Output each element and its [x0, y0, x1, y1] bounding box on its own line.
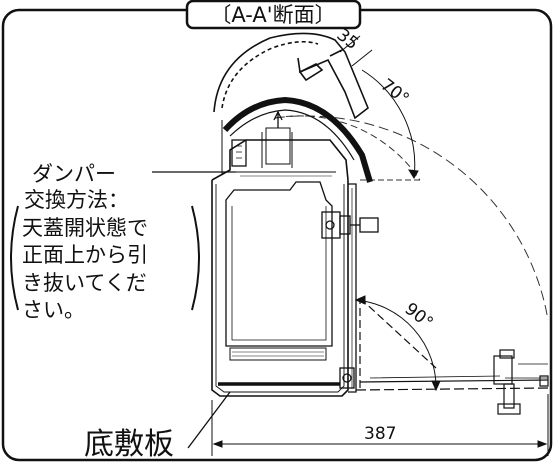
dimension-door-angle: 90°	[401, 299, 437, 333]
open-lid	[213, 32, 369, 120]
damper-note-line-5: き抜いてくだ	[22, 271, 147, 295]
open-door	[355, 297, 549, 415]
note-bracket-right	[191, 205, 200, 311]
damper-note-line-1: ダンパー	[32, 162, 116, 186]
side-components	[221, 120, 379, 393]
lid-swing	[274, 115, 549, 321]
dimension-lid-thickness: 35	[333, 25, 362, 54]
damper-note-line-2: 交換方法：	[24, 188, 129, 212]
damper-note-line-3: 天蓋開状態で	[22, 216, 148, 240]
damper-note-line-4: 正面上から引	[22, 243, 148, 267]
dimension-lines	[211, 35, 549, 456]
dimension-lid-angle: 70°	[377, 75, 413, 109]
base-plate-label: 底敷板	[84, 427, 174, 462]
damper-note-line-6: さい。	[22, 298, 85, 322]
section-title: 〔A-A'断面〕	[210, 3, 335, 27]
leader-lines	[152, 171, 236, 449]
dimension-depth: 387	[364, 424, 396, 444]
title-box	[185, 0, 362, 30]
closed-lid	[222, 96, 373, 183]
note-bracket-left	[10, 205, 19, 311]
